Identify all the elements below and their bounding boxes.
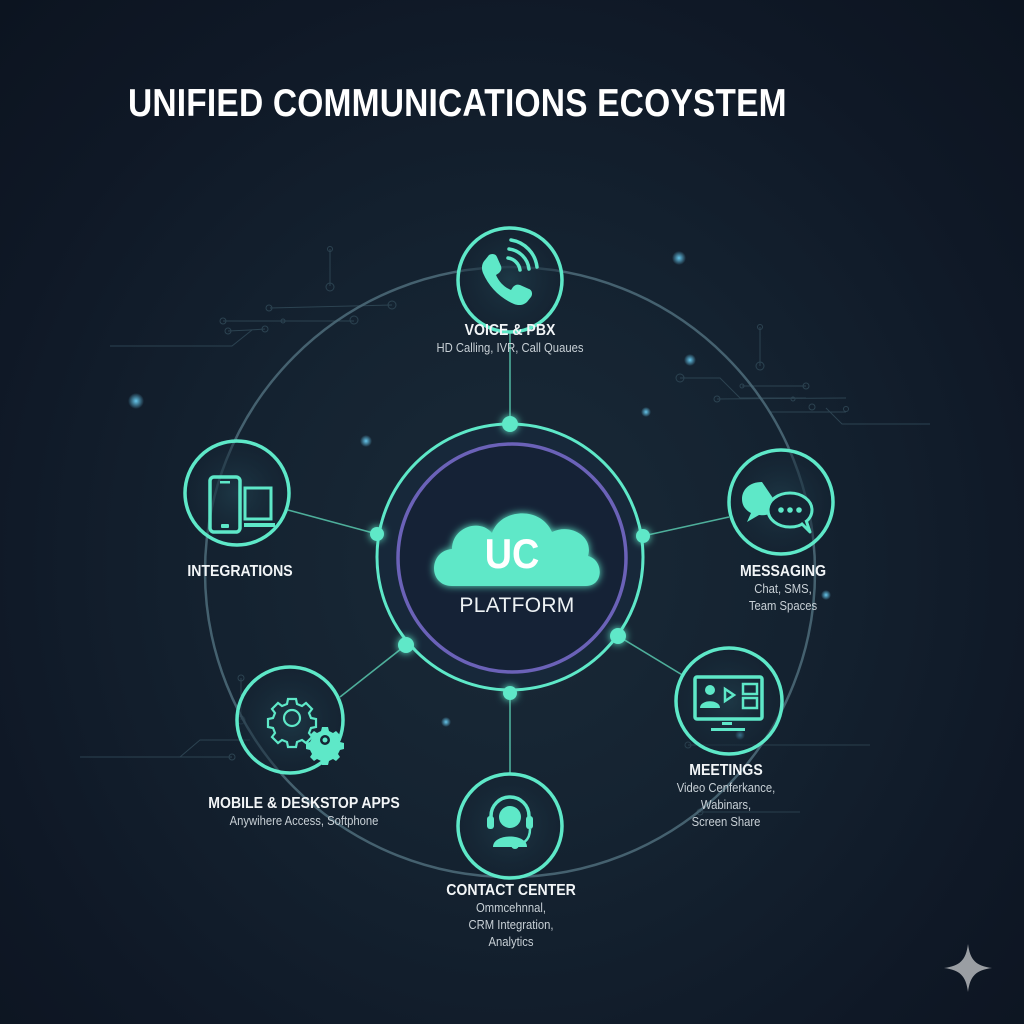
node-desc: HD Calling, IVR, Call Quaues (436, 341, 584, 355)
circuit-traces-left (110, 246, 397, 347)
node-meetings[interactable] (674, 646, 784, 756)
cloud-icon (434, 513, 600, 586)
platform-label: PLATFORM (459, 594, 575, 617)
node-name: MEETINGS (689, 762, 763, 779)
page-title: UNIFIED COMMUNICATIONS ECOYSTEM (128, 82, 787, 125)
node-contact-center[interactable] (456, 772, 564, 880)
label-voice: VOICE & PBX HD Calling, IVR, Call Quaues (428, 322, 591, 357)
label-integrations: INTEGRATIONS (180, 563, 300, 581)
node-messaging[interactable] (727, 448, 835, 556)
node-name: MOBILE & DESKSTOP APPS (208, 795, 400, 812)
background-sparkles (128, 251, 831, 740)
label-contact-center: CONTACT CENTER Ommcehnnal, CRM Integrati… (437, 882, 584, 951)
node-voice[interactable] (456, 226, 564, 334)
chat-bubbles-icon (742, 482, 814, 534)
label-mobile-desktop: MOBILE & DESKSTOP APPS Anywihere Access,… (195, 795, 413, 830)
node-integrations[interactable] (183, 439, 291, 547)
phone-laptop-icon (208, 475, 275, 534)
node-desc: Video Cenferkance, (676, 781, 776, 795)
node-desc: Ommcehnnal, (475, 901, 547, 915)
uc-badge: UC (484, 530, 540, 577)
node-desc: Analytics (488, 935, 534, 949)
node-desc: Anywihere Access, Softphone (229, 814, 379, 828)
video-monitor-icon (693, 675, 764, 731)
phone-signal-icon (481, 238, 539, 306)
sparkle-icon (944, 944, 992, 992)
node-mobile-desktop[interactable] (235, 665, 345, 775)
node-name: CONTACT CENTER (446, 882, 576, 899)
label-meetings: MEETINGS Video Cenferkance, Wabinars, Sc… (671, 762, 781, 831)
circuit-traces-bottom-left (80, 674, 250, 761)
node-desc: CRM Integration, (468, 918, 554, 932)
node-desc: Chat, SMS, (754, 582, 812, 596)
label-messaging: MESSAGING Chat, SMS, Team Spaces (734, 563, 832, 615)
node-desc: Screen Share (691, 815, 761, 829)
circuit-traces-right (675, 324, 930, 425)
node-name: MESSAGING (739, 563, 827, 580)
node-name: VOICE & PBX (464, 322, 556, 339)
junction-dots (370, 416, 650, 700)
gears-icon (266, 697, 344, 765)
connector-lines (287, 332, 730, 773)
node-desc: Wabinars, (700, 798, 752, 812)
node-desc: Team Spaces (748, 599, 818, 613)
node-name: INTEGRATIONS (187, 563, 293, 580)
headset-agent-icon (487, 795, 533, 849)
